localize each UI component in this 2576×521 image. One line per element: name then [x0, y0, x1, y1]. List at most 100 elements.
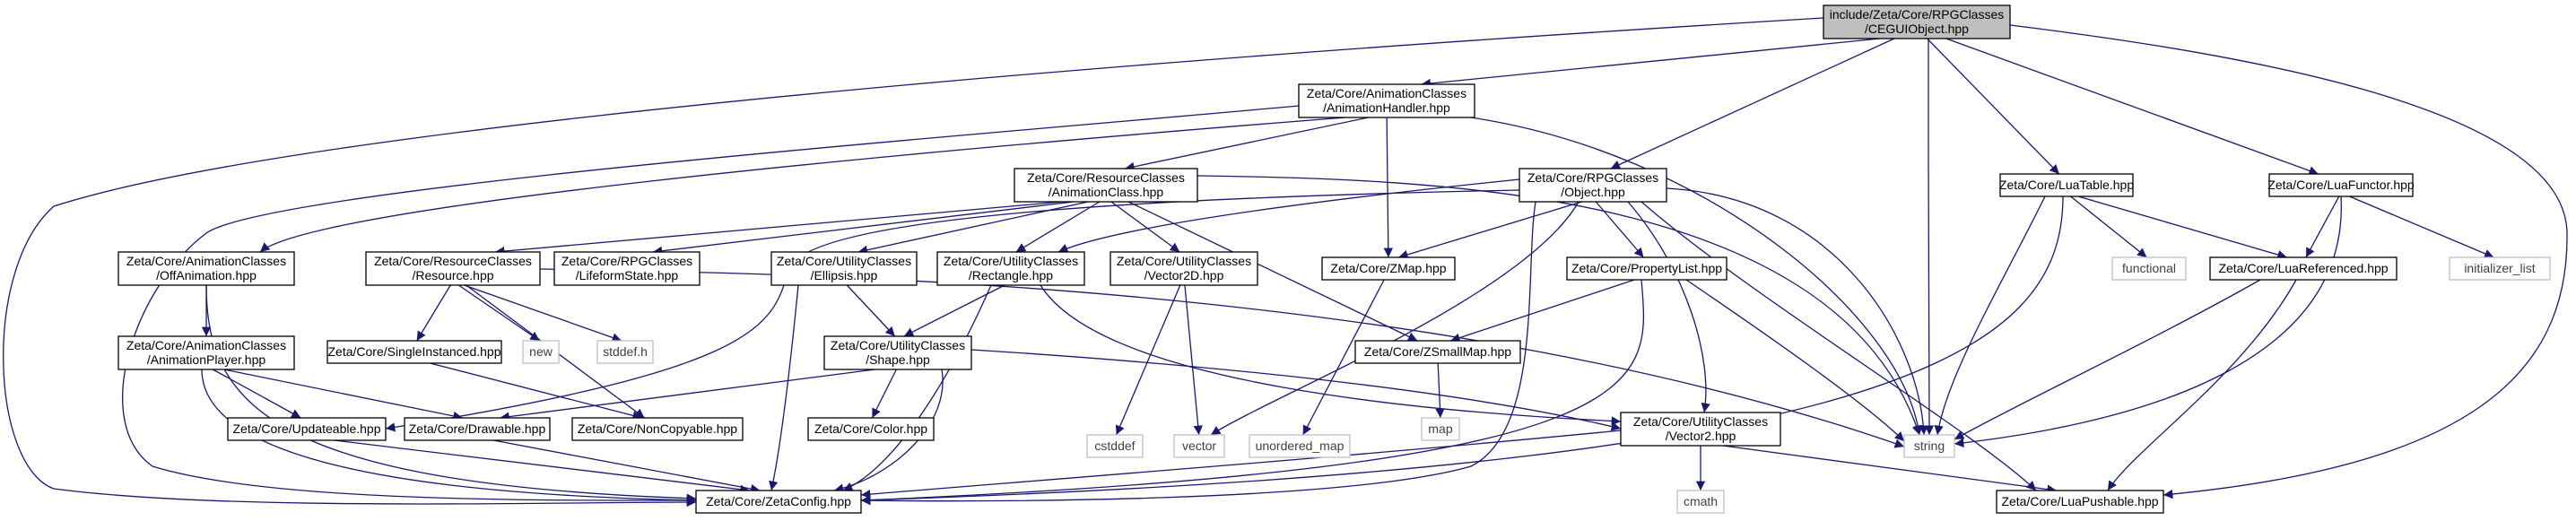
node-box-drawable [404, 417, 551, 441]
edge-luatable-to-functional [2070, 195, 2147, 258]
node-zmap[interactable]: Zeta/Core/ZMap.hpp [1321, 256, 1456, 281]
node-label-lifeform-line-2: /LifeformState.hpp [576, 268, 679, 282]
edge-luatable-to-luaref [2077, 195, 2287, 260]
node-animplayer[interactable]: Zeta/Core/AnimationClasses/AnimationPlay… [117, 335, 295, 370]
node-label-animplayer-line-2: /AnimationPlayer.hpp [147, 352, 266, 367]
node-box-proplist [1566, 256, 1727, 281]
node-box-noncopyable [571, 417, 744, 441]
edge-resource-to-stddefh [464, 284, 622, 343]
node-label-rectangle-line-2: /Rectangle.hpp [969, 268, 1053, 282]
dependency-nodes: include/Zeta/Core/RPGClasses/CEGUIObject… [117, 4, 2551, 514]
edge-root-to-zetaconfig [3, 17, 1824, 508]
node-box-offanim [117, 251, 295, 286]
node-zetaconfig[interactable]: Zeta/Core/ZetaConfig.hpp [695, 490, 862, 514]
node-noncopyable[interactable]: Zeta/Core/NonCopyable.hpp [571, 417, 744, 441]
node-label-vector2-line-1: Zeta/Core/UtilityClasses [1633, 414, 1768, 429]
node-label-vector2-line-2: /Vector2.hpp [1666, 429, 1736, 443]
node-offanim[interactable]: Zeta/Core/AnimationClasses/OffAnimation.… [117, 251, 295, 286]
edge-ellipsis-to-zetaconfig [769, 284, 799, 491]
edge-vector2d-to-cstddef [1115, 284, 1181, 436]
node-box-luaref [2209, 256, 2398, 281]
node-color[interactable]: Zeta/Core/Color.hpp [807, 417, 935, 441]
node-vector2d[interactable]: Zeta/Core/UtilityClasses/Vector2D.hpp [1110, 251, 1258, 286]
edge-rpgobject-to-proplist [1595, 201, 1644, 258]
node-label-cstddef-line-1: cstddef [1094, 439, 1135, 453]
edge-luafunctor-to-string [1954, 195, 2342, 447]
node-rpgobject[interactable]: Zeta/Core/RPGClasses/Object.hpp [1519, 168, 1667, 203]
node-label-shape-line-2: /Shape.hpp [866, 352, 930, 367]
node-singleinst[interactable]: Zeta/Core/SingleInstanced.hpp [326, 340, 502, 364]
dependency-edges [3, 17, 2568, 508]
node-label-zetaconfig-line-1: Zeta/Core/ZetaConfig.hpp [706, 494, 851, 508]
node-box-cstddef [1086, 434, 1144, 458]
edge-root-to-string [1924, 38, 1935, 436]
node-ellipsis[interactable]: Zeta/Core/UtilityClasses/Ellipsis.hpp [770, 251, 918, 286]
edge-rpgobject-to-luapushable [1640, 201, 2037, 491]
node-label-vector-line-1: vector [1182, 439, 1216, 453]
node-luaref[interactable]: Zeta/Core/LuaReferenced.hpp [2209, 256, 2398, 281]
edge-animclass-to-string [1197, 175, 1921, 436]
node-label-functional-line-1: functional [2122, 261, 2176, 275]
node-luafunctor[interactable]: Zeta/Core/LuaFunctor.hpp [2267, 173, 2415, 197]
node-label-zsmallmap-line-1: Zeta/Core/ZSmallMap.hpp [1364, 344, 1511, 359]
node-label-resource-line-1: Zeta/Core/ResourceClasses [374, 254, 532, 268]
node-label-lifeform-line-1: Zeta/Core/RPGClasses [561, 254, 692, 268]
edge-animhandler-to-string [1470, 117, 1923, 436]
node-rectangle[interactable]: Zeta/Core/UtilityClasses/Rectangle.hpp [936, 251, 1085, 286]
node-root[interactable]: include/Zeta/Core/RPGClasses/CEGUIObject… [1823, 4, 2011, 39]
node-box-functional [2111, 256, 2187, 281]
node-label-drawable-line-1: Zeta/Core/Drawable.hpp [409, 421, 546, 436]
node-label-luaref-line-1: Zeta/Core/LuaReferenced.hpp [2218, 261, 2388, 275]
node-label-new-line-1: new [529, 344, 553, 359]
node-label-map-line-1: map [1428, 421, 1452, 436]
node-updateable[interactable]: Zeta/Core/Updateable.hpp [227, 417, 387, 441]
node-label-rpgobject-line-1: Zeta/Core/RPGClasses [1527, 170, 1658, 185]
edge-rectangle-to-vector2 [1040, 284, 1622, 426]
node-vector2[interactable]: Zeta/Core/UtilityClasses/Vector2.hpp [1620, 412, 1781, 447]
edge-rectangle-to-shape [903, 284, 1005, 337]
edge-zsmallmap-to-map [1435, 362, 1445, 419]
node-zsmallmap[interactable]: Zeta/Core/ZSmallMap.hpp [1354, 340, 1521, 364]
node-label-ellipsis-line-2: /Ellipsis.hpp [811, 268, 878, 282]
node-box-root [1823, 4, 2011, 39]
edge-offanim-to-zetaconfig [205, 284, 697, 503]
node-drawable[interactable]: Zeta/Core/Drawable.hpp [404, 417, 551, 441]
node-lifeform[interactable]: Zeta/Core/RPGClasses/LifeformState.hpp [553, 251, 701, 286]
edge-luafunctor-to-initlist [2349, 195, 2494, 258]
node-functional: functional [2111, 256, 2187, 281]
node-box-vector2 [1620, 412, 1781, 447]
node-proplist[interactable]: Zeta/Core/PropertyList.hpp [1566, 256, 1727, 281]
node-label-vector2d-line-2: /Vector2D.hpp [1144, 268, 1224, 282]
node-luatable[interactable]: Zeta/Core/LuaTable.hpp [1999, 173, 2134, 197]
node-animhandler[interactable]: Zeta/Core/AnimationClasses/AnimationHand… [1298, 83, 1475, 118]
edge-animclass-to-lifeform [652, 201, 1074, 256]
node-label-singleinst-line-1: Zeta/Core/SingleInstanced.hpp [327, 344, 500, 359]
edge-resource-to-new [457, 284, 541, 342]
edge-root-to-luatable [1927, 38, 2060, 175]
edge-shape-to-drawable [500, 369, 875, 421]
node-resource[interactable]: Zeta/Core/ResourceClasses/Resource.hpp [365, 251, 541, 286]
node-label-initlist-line-1: initializer_list [2464, 261, 2535, 275]
node-cmath: cmath [1676, 490, 1725, 514]
edge-proplist-to-zetaconfig [860, 279, 1645, 505]
edge-root-to-animhandler [1421, 38, 1881, 89]
node-label-string-line-1: string [1914, 439, 1945, 453]
node-box-new [522, 340, 560, 364]
edge-luaref-to-luapushable [2107, 279, 2297, 491]
edge-root-to-luapushable [2009, 24, 2568, 499]
edge-luaref-to-string [1954, 279, 2261, 440]
edge-ellipsis-to-shape [846, 284, 896, 337]
node-label-animplayer-line-1: Zeta/Core/AnimationClasses [126, 338, 286, 352]
node-label-root-line-1: include/Zeta/Core/RPGClasses [1830, 7, 2005, 22]
node-box-ellipsis [770, 251, 918, 286]
node-label-zmap-line-1: Zeta/Core/ZMap.hpp [1330, 261, 1446, 275]
node-animclass[interactable]: Zeta/Core/ResourceClasses/AnimationClass… [1014, 168, 1198, 203]
edge-animclass-to-resource [495, 201, 1062, 256]
edge-proplist-to-zsmallmap [1450, 279, 1635, 343]
node-luapushable[interactable]: Zeta/Core/LuaPushable.hpp [1996, 490, 2164, 514]
node-shape[interactable]: Zeta/Core/UtilityClasses/Shape.hpp [823, 335, 972, 370]
edge-rpgobject-to-vector [1210, 201, 1580, 436]
edge-animplayer-to-drawable [223, 369, 463, 421]
edge-rpgobject-to-zetaconfig [860, 201, 1536, 506]
node-string: string [1903, 434, 1955, 458]
